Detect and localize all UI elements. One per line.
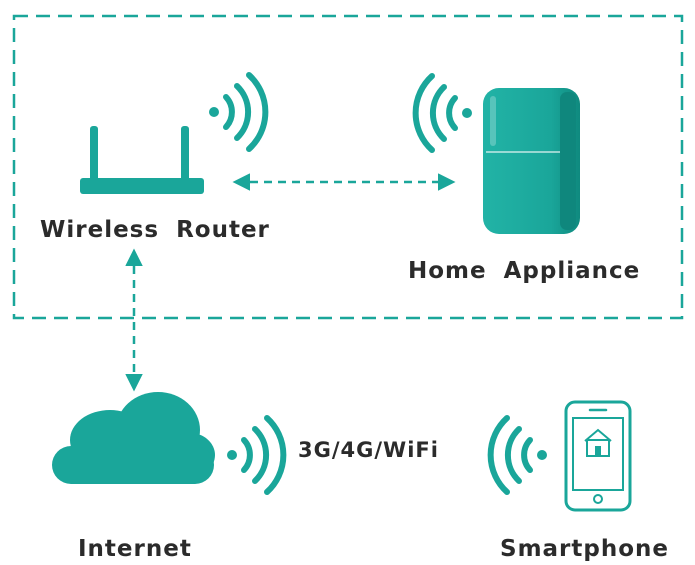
- refrigerator-icon: [483, 88, 580, 234]
- wifi-signal-icon: [227, 415, 287, 495]
- wireless-router-icon: [80, 126, 204, 194]
- wireless-router-label: Wireless Router: [40, 217, 270, 243]
- smartphone-label: Smartphone: [500, 536, 670, 562]
- wifi-signal-icon: [209, 72, 269, 152]
- home-network-boundary: [12, 14, 684, 320]
- wifi-signal-icon: [487, 415, 547, 495]
- wifi-signal-icon: [412, 73, 472, 153]
- home-appliance-label: Home Appliance: [408, 258, 641, 284]
- connection-type-label: 3G/4G/WiFi: [298, 438, 439, 462]
- internet-label: Internet: [78, 536, 192, 562]
- home-app-icon: [584, 428, 612, 457]
- cloud-icon: [52, 392, 215, 484]
